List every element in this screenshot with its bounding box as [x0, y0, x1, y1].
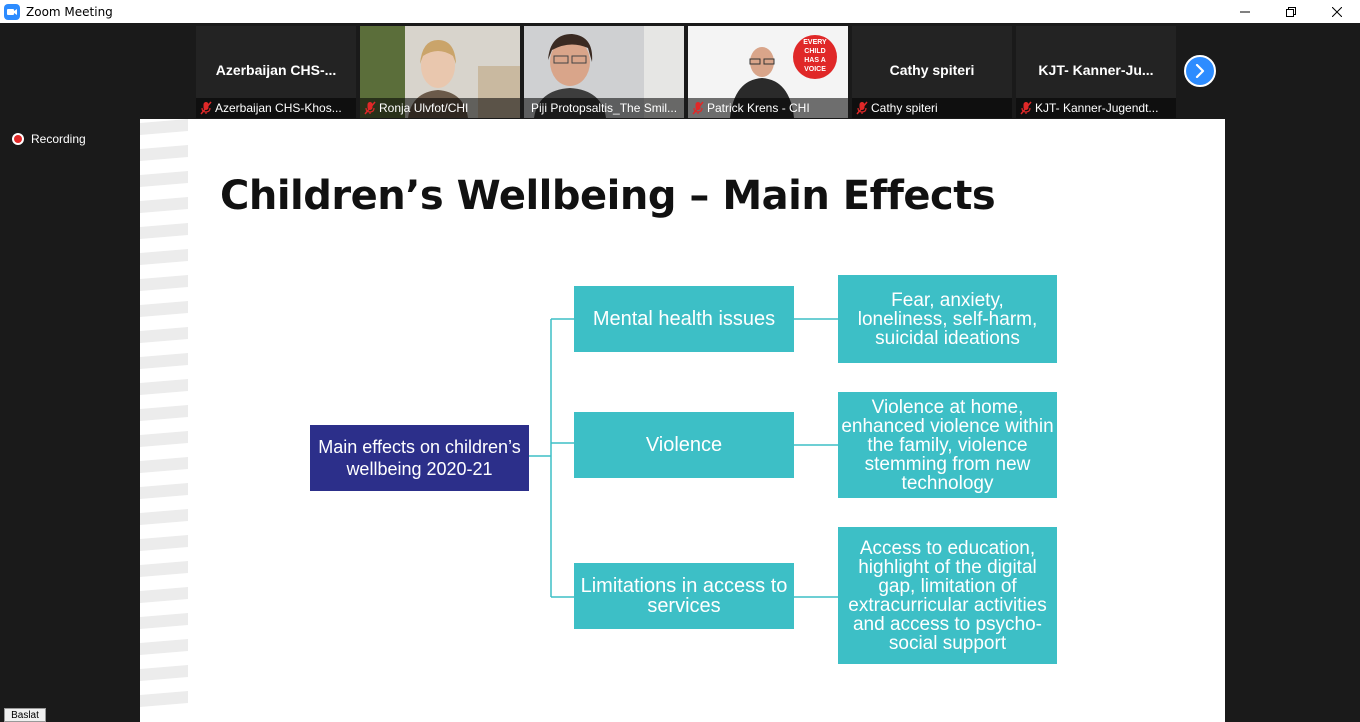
participant-tile-active-speaker[interactable]: Piji Protopsaltis_The Smil... — [524, 26, 684, 118]
detail-node-label: Access to education, highlight of the di… — [848, 537, 1047, 654]
participant-display-name: Azerbaijan CHS-... — [215, 62, 337, 78]
participant-name-bar: KJT- Kanner-Jugendt... — [1016, 98, 1176, 118]
root-node: Main effects on children’s wellbeing 202… — [310, 425, 529, 491]
participant-display-name: Cathy spiteri — [889, 62, 975, 78]
restore-icon — [1286, 6, 1296, 17]
participant-label: Patrick Krens - CHI — [707, 101, 810, 115]
detail-node: Access to education, highlight of the di… — [838, 527, 1057, 664]
participant-strip: Azerbaijan CHS-... Azerbaijan CHS-Khos..… — [196, 26, 1180, 118]
participant-tile[interactable]: Azerbaijan CHS-... Azerbaijan CHS-Khos..… — [196, 26, 356, 118]
mic-muted-icon — [1020, 101, 1032, 115]
meeting-content: Azerbaijan CHS-... Azerbaijan CHS-Khos..… — [0, 23, 1360, 722]
taskbar-start-button[interactable]: Baslat — [4, 708, 46, 722]
participant-name-bar: Ronja Ulvfot/CHI — [360, 98, 520, 118]
participant-tile[interactable]: KJT- Kanner-Ju... KJT- Kanner-Jugendt... — [1016, 26, 1176, 118]
participant-label: Azerbaijan CHS-Khos... — [215, 101, 342, 115]
recording-indicator[interactable]: Recording — [12, 132, 86, 146]
participant-label: Cathy spiteri — [871, 101, 938, 115]
minimize-icon — [1240, 11, 1250, 12]
mic-muted-icon — [200, 101, 212, 115]
close-button[interactable] — [1314, 0, 1360, 23]
shared-screen-slide: Children’s Wellbeing – Main Effects Main… — [140, 119, 1225, 722]
mic-muted-icon — [364, 101, 376, 115]
category-node-label: Limitations in access to services — [580, 575, 788, 617]
badge-line: HAS A — [804, 57, 826, 64]
detail-node-label: Violence at home, enhanced violence with… — [841, 396, 1054, 494]
mic-muted-icon — [692, 101, 704, 115]
detail-node: Violence at home, enhanced violence with… — [838, 392, 1057, 498]
window-title: Zoom Meeting — [26, 4, 113, 19]
participant-label: Piji Protopsaltis_The Smil... — [531, 101, 678, 115]
next-participants-button[interactable] — [1184, 55, 1216, 87]
recording-icon — [12, 133, 24, 145]
participant-tile[interactable]: Cathy spiteri Cathy spiteri — [852, 26, 1012, 118]
diagram-connectors — [529, 318, 838, 598]
restore-button[interactable] — [1268, 0, 1314, 23]
participant-tile[interactable]: EVERY CHILD HAS A VOICE Patrick Krens - … — [688, 26, 848, 118]
window-titlebar: Zoom Meeting — [0, 0, 1360, 23]
detail-node: Fear, anxiety, loneliness, self-harm, su… — [838, 275, 1057, 363]
participant-label: KJT- Kanner-Jugendt... — [1035, 101, 1159, 115]
detail-node-label: Fear, anxiety, loneliness, self-harm, su… — [857, 289, 1038, 349]
zoom-app-icon — [4, 3, 20, 20]
root-node-label: Main effects on children’s wellbeing 202… — [318, 437, 521, 479]
participant-tile[interactable]: Ronja Ulvfot/CHI — [360, 26, 520, 118]
mic-muted-icon — [856, 101, 868, 115]
participant-name-bar: Patrick Krens - CHI — [688, 98, 848, 118]
participant-name-bar: Azerbaijan CHS-Khos... — [196, 98, 356, 118]
category-node: Mental health issues — [574, 286, 794, 352]
category-node: Limitations in access to services — [574, 563, 794, 629]
participant-display-name: KJT- Kanner-Ju... — [1038, 62, 1154, 78]
recording-label: Recording — [31, 132, 86, 146]
chevron-right-icon — [1195, 64, 1205, 78]
badge-line: EVERY — [803, 39, 827, 46]
slide-title: Children’s Wellbeing – Main Effects — [220, 173, 996, 219]
minimize-button[interactable] — [1222, 0, 1268, 23]
participant-name-bar: Piji Protopsaltis_The Smil... — [524, 98, 684, 118]
category-node-label: Violence — [645, 433, 723, 456]
badge-line: VOICE — [804, 66, 826, 73]
slide-decorative-stripes — [140, 119, 188, 707]
every-child-badge: EVERY CHILD HAS A VOICE — [793, 38, 837, 74]
every-child-badge-icon — [793, 35, 837, 79]
close-icon — [1332, 6, 1342, 17]
category-node: Violence — [574, 412, 794, 478]
badge-line: CHILD — [804, 48, 826, 55]
window-controls — [1222, 0, 1360, 23]
category-node-label: Mental health issues — [592, 307, 776, 330]
participant-name-bar: Cathy spiteri — [852, 98, 1012, 118]
participant-label: Ronja Ulvfot/CHI — [379, 101, 469, 115]
